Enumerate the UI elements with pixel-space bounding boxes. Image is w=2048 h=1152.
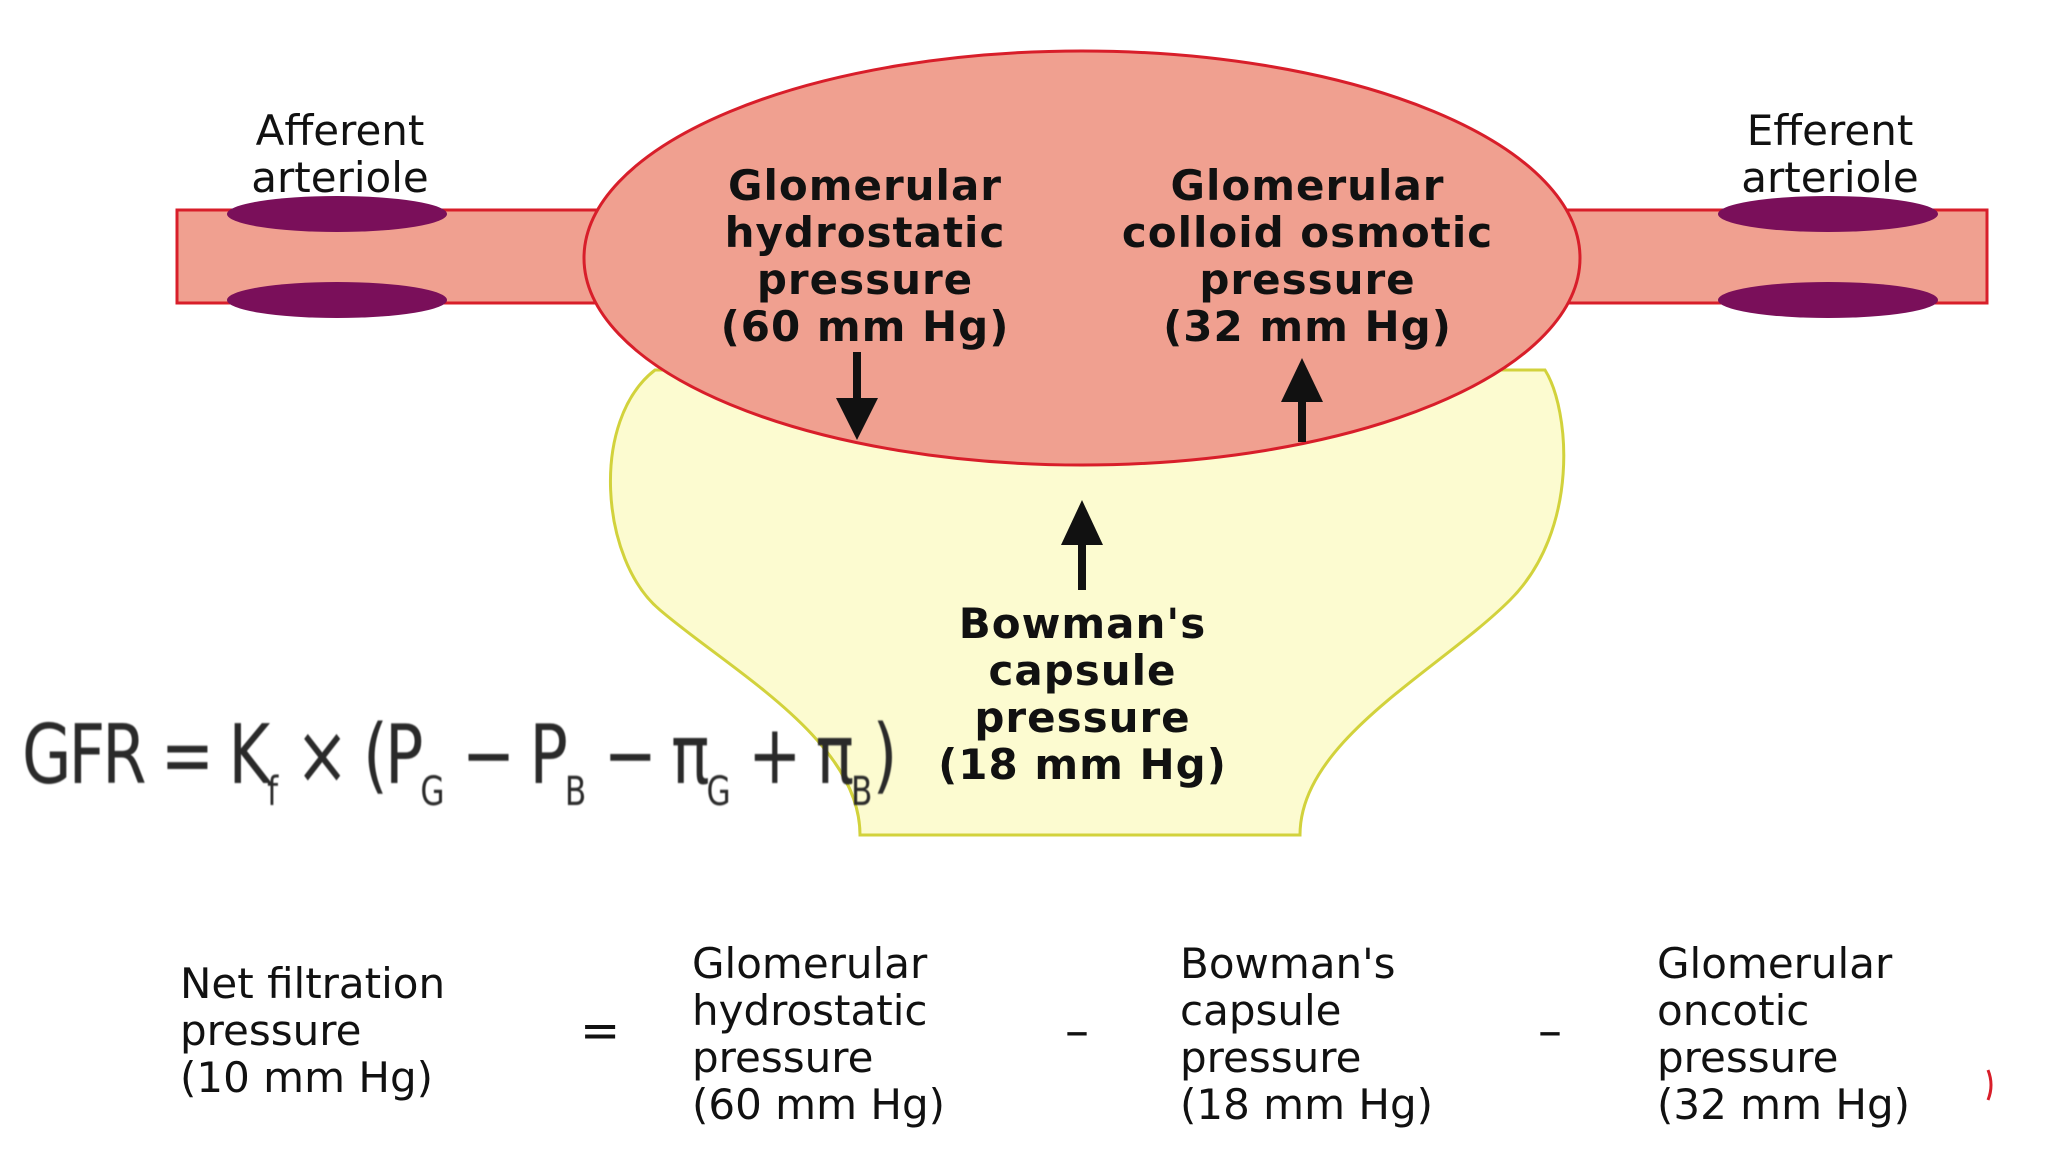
term-bowmans-capsule: Bowman's capsule pressure (18 mm Hg) (1180, 940, 1433, 1128)
term-glomerular-oncotic: Glomerular oncotic pressure (32 mm Hg) (1657, 940, 1910, 1128)
gfr-close: ) (872, 708, 897, 803)
efferent-muscle-top (1718, 196, 1938, 232)
arrow-up-icon (1061, 500, 1103, 590)
kf-subscript: f (267, 769, 279, 815)
gh-line-1: Glomerular (727, 161, 1003, 210)
t1-line-3: pressure (692, 1033, 874, 1082)
afferent-muscle-top (227, 196, 447, 232)
arrow-up-icon (1281, 358, 1323, 442)
t3-line-1: Glomerular (1657, 939, 1893, 988)
afferent-line-1: Afferent (255, 106, 425, 155)
bc-line-3: pressure (974, 693, 1191, 742)
pib-subscript: B (851, 769, 873, 815)
gc-line-2: colloid osmotic (1121, 208, 1494, 257)
afferent-muscle-bottom (227, 282, 447, 318)
glomerular-colloid-label: Glomerular colloid osmotic pressure (32 … (1070, 162, 1545, 350)
t2-line-2: capsule (1180, 986, 1342, 1035)
bc-line-2: capsule (988, 646, 1177, 695)
pb-subscript: B (564, 769, 587, 815)
t3-line-2: oncotic (1657, 986, 1810, 1035)
equals-sign: = (580, 1003, 621, 1059)
gh-line-2: hydrostatic (724, 208, 1006, 257)
gfr-formula: GFR = Kf × (PG − PB − πG + πB) (22, 708, 897, 848)
gc-line-3: pressure (1199, 255, 1416, 304)
efferent-line-2: arteriole (1741, 153, 1919, 202)
gfr-open: × (P (278, 708, 423, 803)
arrow-down-icon (836, 352, 878, 440)
net-line-2: pressure (180, 1006, 362, 1055)
bowmans-capsule (609, 368, 1566, 837)
bowmans-capsule-label: Bowman's capsule pressure (18 mm Hg) (880, 600, 1285, 788)
t3-line-4: (32 mm Hg) (1657, 1080, 1910, 1129)
afferent-line-2: arteriole (251, 153, 429, 202)
t1-line-4: (60 mm Hg) (692, 1080, 945, 1129)
pg-subscript: G (420, 769, 445, 815)
net-filtration-label: Net filtration pressure (10 mm Hg) (180, 960, 445, 1101)
gc-line-1: Glomerular (1170, 161, 1445, 210)
t1-line-1: Glomerular (692, 939, 928, 988)
gh-line-3: pressure (756, 255, 974, 304)
gfr-minus-2: − π (586, 708, 709, 803)
efferent-muscle-bottom (1718, 282, 1938, 318)
efferent-arteriole-label: Efferent arteriole (1700, 107, 1960, 201)
glomerular-hydrostatic-label: Glomerular hydrostatic pressure (60 mm H… (660, 162, 1070, 350)
gh-line-4: (60 mm Hg) (720, 302, 1010, 351)
t3-line-3: pressure (1657, 1033, 1839, 1082)
gfr-lhs: GFR = K (22, 708, 270, 803)
minus-sign-2: – (1538, 1003, 1562, 1059)
net-line-3: (10 mm Hg) (180, 1053, 433, 1102)
t2-line-4: (18 mm Hg) (1180, 1080, 1433, 1129)
t1-line-2: hydrostatic (692, 986, 928, 1035)
t2-line-3: pressure (1180, 1033, 1362, 1082)
t2-line-1: Bowman's (1180, 939, 1396, 988)
afferent-arteriole-label: Afferent arteriole (210, 107, 470, 201)
edge-mark (1986, 1069, 1993, 1101)
gfr-minus-1: − P (444, 708, 568, 803)
term-glomerular-hydrostatic: Glomerular hydrostatic pressure (60 mm H… (692, 940, 945, 1128)
pig-subscript: G (706, 769, 731, 815)
efferent-line-1: Efferent (1746, 106, 1914, 155)
gc-line-4: (32 mm Hg) (1163, 302, 1452, 351)
gfr-plus: + π (730, 708, 854, 803)
net-line-1: Net filtration (180, 959, 446, 1008)
minus-sign-1: – (1065, 1003, 1089, 1059)
bc-line-1: Bowman's (958, 599, 1207, 648)
bc-line-4: (18 mm Hg) (938, 740, 1227, 789)
